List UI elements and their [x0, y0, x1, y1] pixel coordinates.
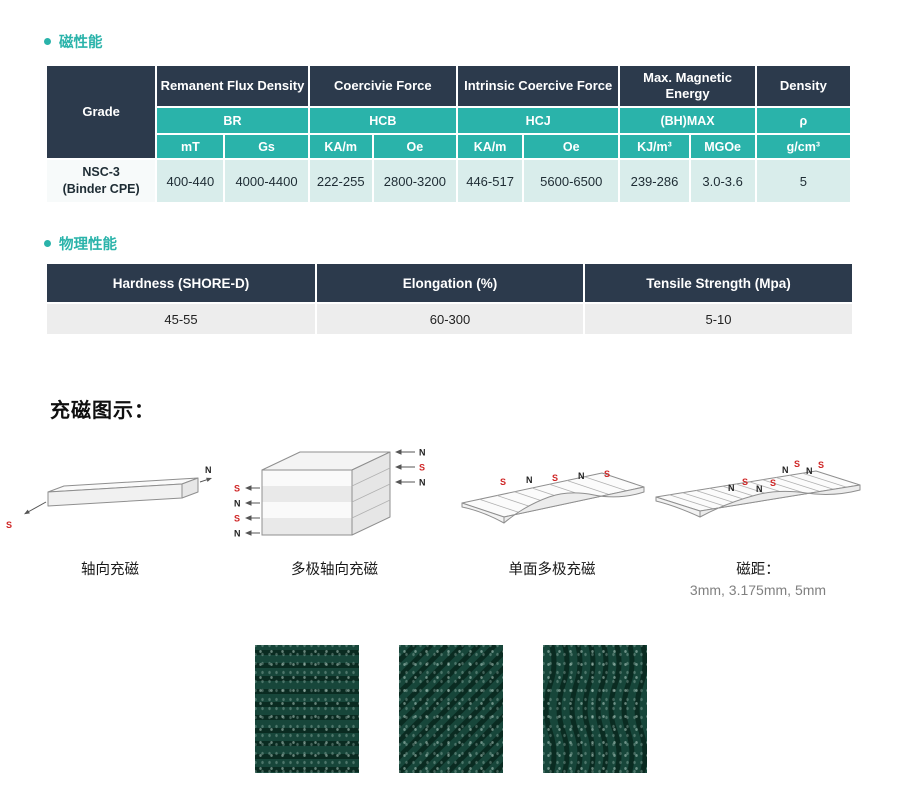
- magnetic-pitch-drawing: N S N S N S N S: [655, 459, 861, 518]
- pole-label-n: N: [234, 499, 241, 509]
- diagram-magnetic-pitch: N S N S N S N S 磁距： 3mm, 3.175mm, 5mm: [648, 445, 868, 598]
- header-cell: Tensile Strength (Mpa): [583, 262, 854, 304]
- table-header-row-symbols: BR HCB HCJ (BH)MAX ρ: [46, 106, 853, 135]
- unit-header-cell: KA/m: [455, 133, 525, 160]
- sample-photo-wavy-stripes: [543, 638, 648, 778]
- section-title-text: 磁性能: [59, 35, 103, 51]
- unit-header-cell: Oe: [522, 133, 621, 160]
- symbol-header-cell: BR: [155, 106, 310, 135]
- pole-label-s: S: [794, 459, 800, 469]
- grade-value-cell: NSC-3 (Binder CPE): [44, 158, 158, 204]
- value-cell: 4000-4400: [223, 158, 310, 204]
- unit-header-cell: KJ/m³: [618, 133, 691, 160]
- value-cell: 222-255: [307, 158, 374, 204]
- symbol-header-cell: ρ: [754, 106, 853, 135]
- pole-label-s: S: [742, 477, 748, 487]
- diagram-label: 多极轴向充磁: [291, 562, 378, 578]
- unit-header-cell: Gs: [223, 133, 310, 160]
- pole-label-s: S: [234, 484, 240, 494]
- table-header-row-units: mT Gs KA/m Oe KA/m Oe KJ/m³ MGOe g/cm³: [46, 133, 853, 160]
- grade-binder: (Binder CPE): [62, 182, 140, 196]
- pole-label-n: N: [782, 465, 789, 475]
- value-cell: 2800-3200: [371, 158, 459, 204]
- group-header-cell: Intrinsic Coercive Force: [455, 64, 621, 108]
- diagram-single-side-multipole: S N S N S 单面多极充磁: [452, 445, 652, 579]
- unit-header-cell: MGOe: [688, 133, 757, 160]
- value-cell: 45-55: [45, 302, 317, 336]
- unit-header-cell: mT: [155, 133, 226, 160]
- header-cell: Hardness (SHORE-D): [45, 262, 317, 304]
- table-data-row: NSC-3 (Binder CPE) 400-440 4000-4400 222…: [44, 158, 853, 204]
- group-header-cell: Density: [754, 64, 853, 108]
- pole-label-s: S: [604, 469, 610, 479]
- diagram-multipole-axial-magnetization: N S N S N S N 多极轴向充磁: [232, 430, 437, 579]
- symbol-header-cell: HCB: [307, 106, 459, 135]
- physical-properties-table: Hardness (SHORE-D) Elongation (%) Tensil…: [45, 262, 854, 336]
- symbol-header-cell: (BH)MAX: [618, 106, 757, 135]
- pole-label-n: N: [728, 483, 735, 493]
- sample-photo-horizontal-stripes: [255, 645, 359, 773]
- section-title-physical: 物理性能: [44, 233, 117, 254]
- grade-name: NSC-3: [82, 165, 120, 180]
- bullet-icon: [44, 240, 51, 247]
- pole-label-n: N: [205, 465, 212, 475]
- value-cell: 239-286: [618, 158, 691, 204]
- diagram-sublabel: 3mm, 3.175mm, 5mm: [689, 582, 827, 598]
- table-header-row-groups: Grade Remanent Flux Density Coercivie Fo…: [44, 64, 853, 160]
- grade-header-cell: Grade: [44, 64, 158, 160]
- sample-photo-diagonal-stripes: [285, 643, 625, 775]
- group-header-cell: Remanent Flux Density: [155, 64, 310, 108]
- pole-label-s: S: [419, 463, 425, 473]
- diagram-label: 轴向充磁: [81, 562, 139, 578]
- axial-magnetization-drawing: N S: [6, 465, 212, 530]
- unit-header-cell: KA/m: [307, 133, 374, 160]
- pole-label-s: S: [6, 520, 12, 530]
- table-header-row: Hardness (SHORE-D) Elongation (%) Tensil…: [45, 262, 854, 304]
- diagram-label: 磁距：: [736, 562, 780, 578]
- magnetic-properties-table: Grade Remanent Flux Density Coercivie Fo…: [44, 64, 853, 204]
- symbol-header-cell: HCJ: [455, 106, 621, 135]
- value-cell: 3.0-3.6: [688, 158, 757, 204]
- group-header-cell: Coercivie Force: [307, 64, 459, 108]
- pole-label-n: N: [578, 471, 585, 481]
- value-cell: 5600-6500: [522, 158, 621, 204]
- group-header-cell: Max. Magnetic Energy: [618, 64, 757, 108]
- pole-label-n: N: [756, 484, 763, 494]
- pole-label-n: N: [806, 466, 813, 476]
- section-title-magnetic: 磁性能: [44, 31, 103, 52]
- pole-label-n: N: [419, 478, 426, 488]
- pole-label-n: N: [526, 475, 533, 485]
- value-cell: 5-10: [583, 302, 854, 336]
- unit-header-cell: Oe: [371, 133, 459, 160]
- diagram-axial-magnetization: N S 轴向充磁: [0, 440, 220, 579]
- header-cell: Elongation (%): [315, 262, 585, 304]
- diagram-label: 单面多极充磁: [508, 562, 596, 578]
- bullet-icon: [44, 38, 51, 45]
- pole-label-s: S: [234, 514, 240, 524]
- single-side-multipole-drawing: S N S N S: [461, 469, 645, 524]
- table-data-row: 45-55 60-300 5-10: [45, 302, 854, 336]
- multipole-axial-drawing: N S N S N S N: [234, 448, 426, 539]
- pole-label-s: S: [770, 478, 776, 488]
- pole-label-n: N: [234, 529, 241, 539]
- unit-header-cell: g/cm³: [754, 133, 853, 160]
- section-title-text: 物理性能: [59, 237, 117, 253]
- magnetization-section-title: 充磁图示：: [50, 400, 155, 422]
- value-cell: 5: [754, 158, 853, 204]
- pole-label-s: S: [818, 460, 824, 470]
- value-cell: 400-440: [155, 158, 226, 204]
- pole-label-n: N: [419, 448, 426, 458]
- pole-label-s: S: [552, 473, 558, 483]
- pole-label-s: S: [500, 477, 506, 487]
- value-cell: 446-517: [455, 158, 525, 204]
- value-cell: 60-300: [315, 302, 585, 336]
